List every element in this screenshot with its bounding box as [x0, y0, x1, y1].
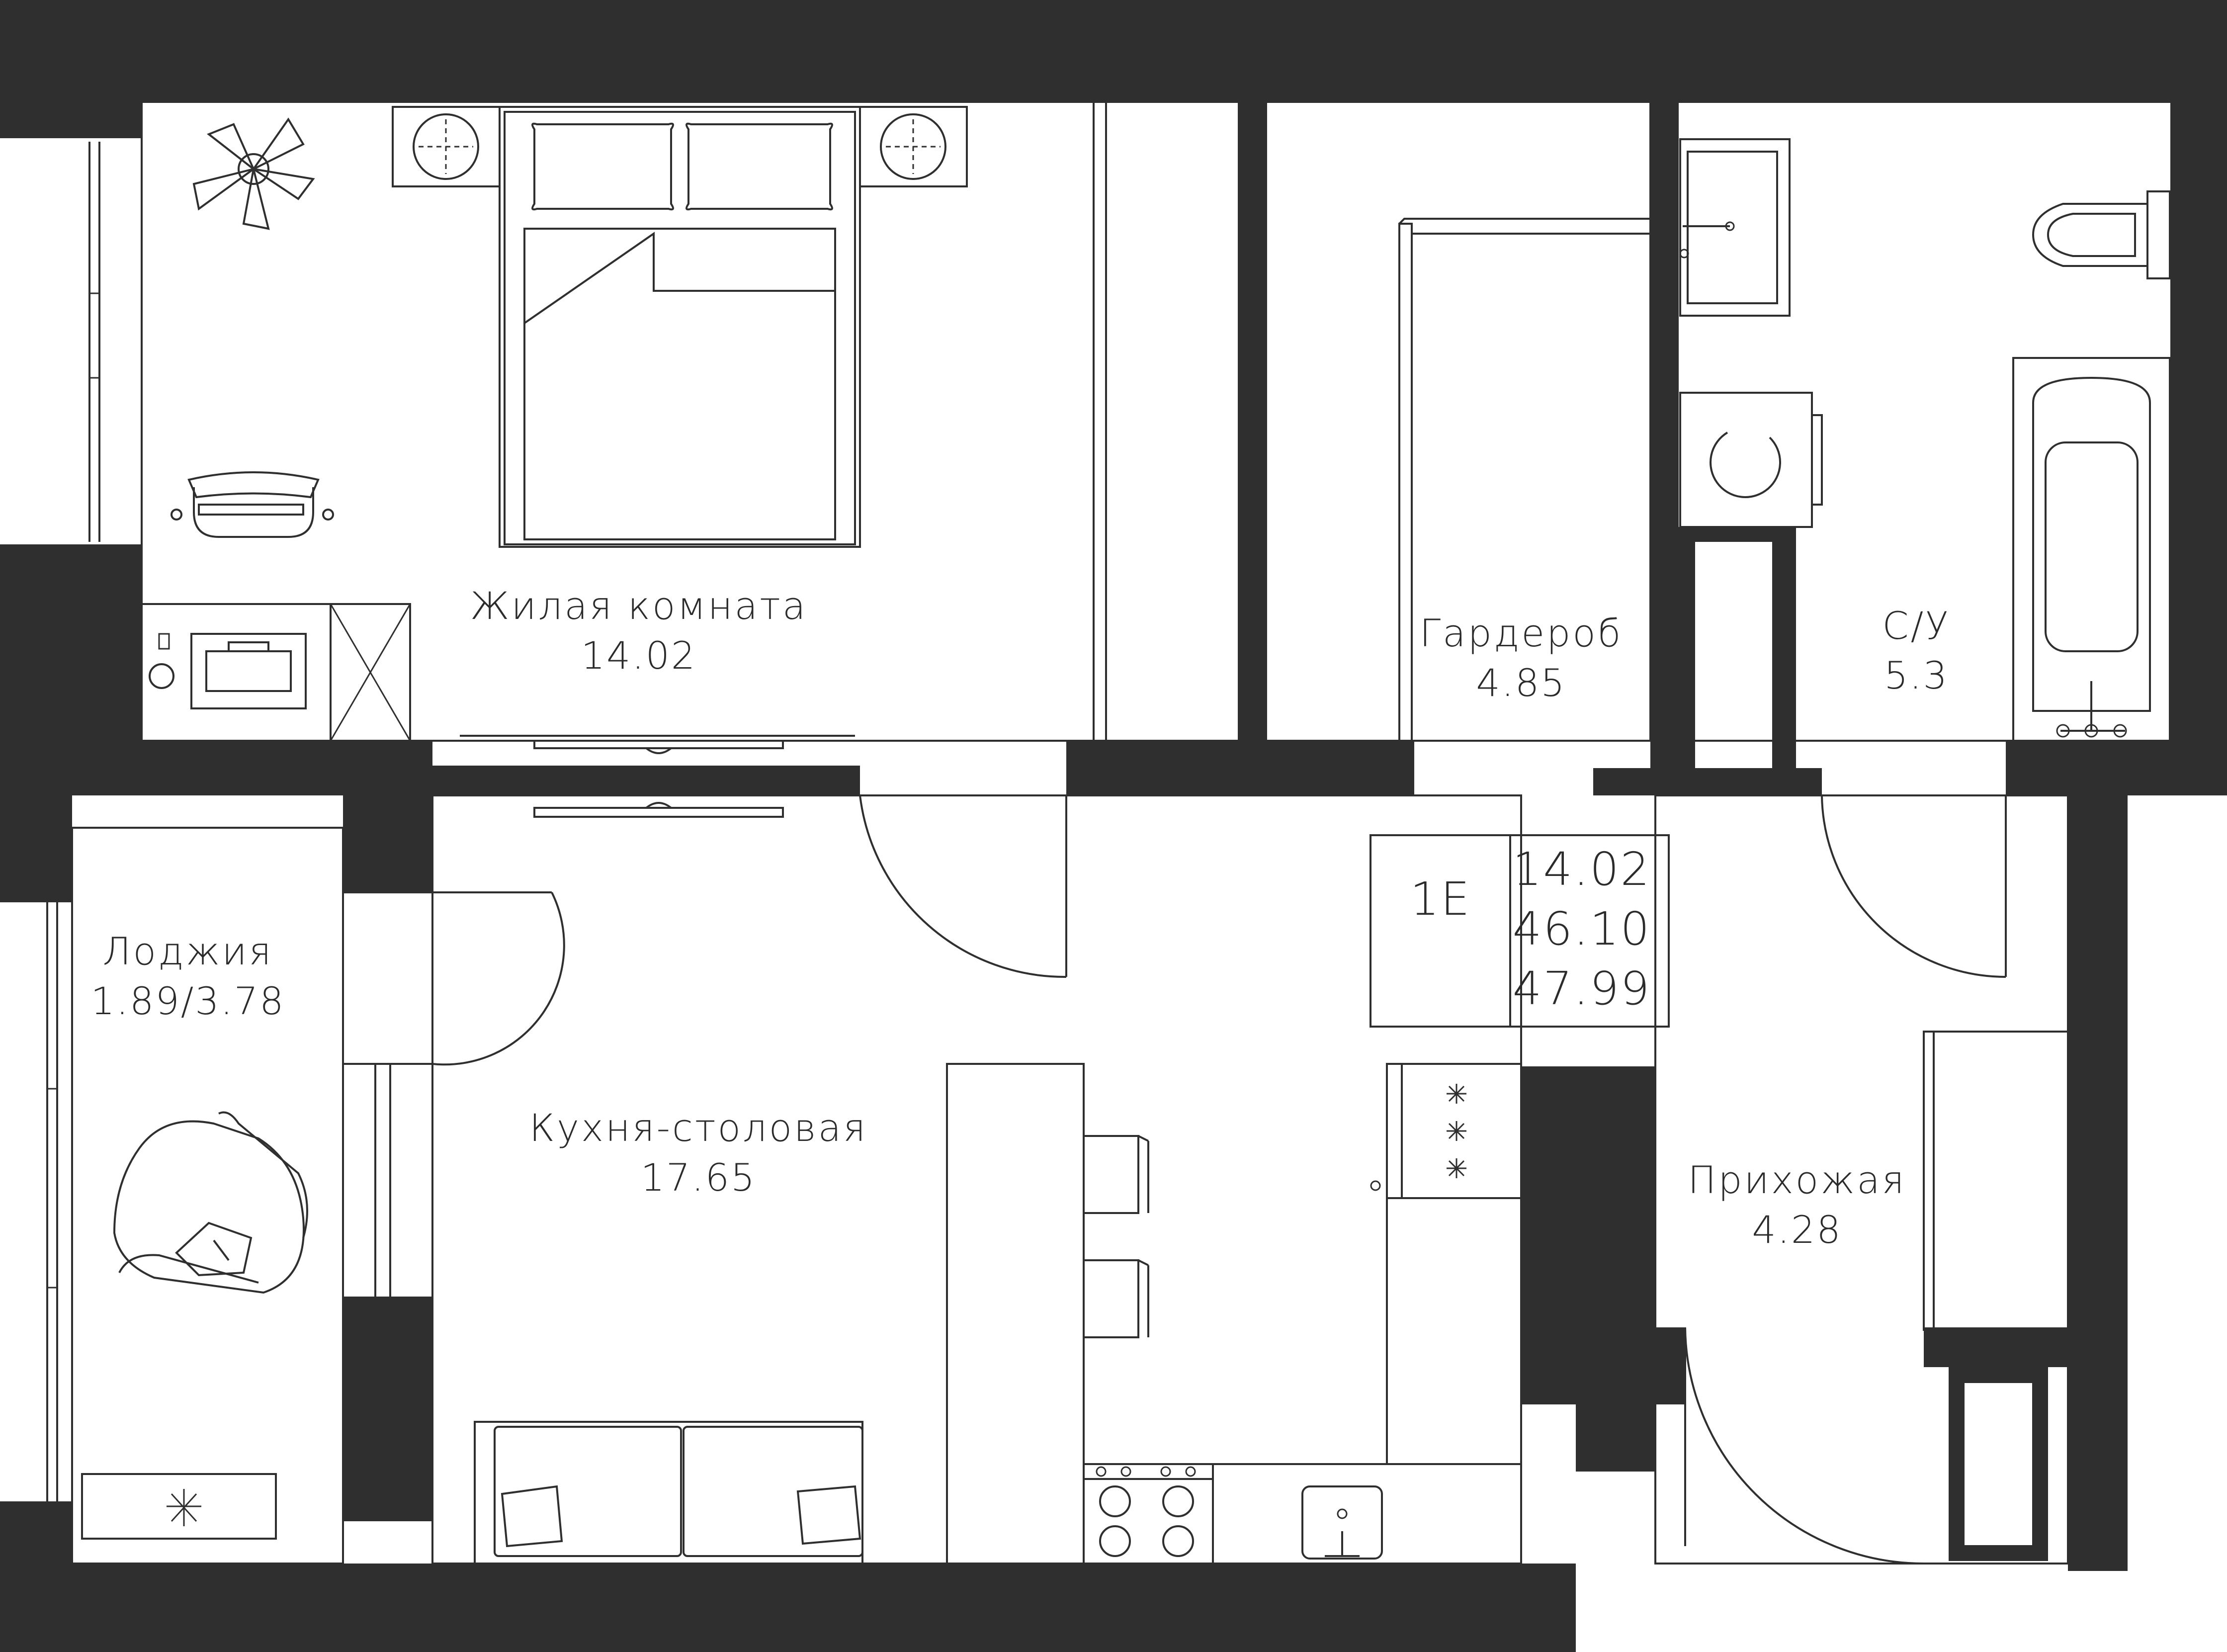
- total-area-value: 46.10: [1513, 902, 1651, 956]
- bar-stools: [1084, 1135, 1149, 1338]
- room-area-loggia: 1.89/3.78: [90, 979, 285, 1023]
- room-name-loggia: Лоджия: [102, 929, 273, 973]
- sink: [1679, 138, 1791, 317]
- room-name-living: Жилая комната: [470, 584, 808, 628]
- room-area-bathroom: 5.3: [1884, 653, 1949, 697]
- area-with-loggia-value: 47.99: [1513, 962, 1651, 1015]
- stove: [1083, 1463, 1214, 1565]
- room-name-kitchen: Кухня-столовая: [529, 1106, 867, 1150]
- bed: [499, 106, 861, 548]
- hall-wardrobe: [1923, 1031, 2069, 1331]
- bathtub: [2012, 357, 2171, 742]
- room-area-living: 14.02: [581, 633, 697, 678]
- room-name-hall: Прихожая: [1688, 1158, 1906, 1202]
- tv: [460, 735, 855, 754]
- fridge-cabinet: [1370, 1063, 1522, 1199]
- window-living: [88, 142, 100, 542]
- door-living: [859, 795, 1067, 978]
- room-area-wardrobe: 4.85: [1476, 661, 1566, 705]
- loggia-rug: [81, 1473, 277, 1540]
- labels: Жилая комната 14.02 Гардероб 4.85 С/У 5.…: [90, 584, 1951, 1252]
- tv-kitchen: [533, 802, 784, 818]
- island: [946, 1063, 1085, 1565]
- living-area-value: 14.02: [1513, 843, 1651, 896]
- living-partition: [1093, 101, 1650, 744]
- toilet: [2032, 190, 2171, 279]
- room-name-bathroom: С/У: [1883, 604, 1951, 648]
- plant: [192, 117, 315, 230]
- desk-chair: [171, 471, 334, 538]
- nightstand-right: [859, 106, 968, 187]
- door-entrance: [1684, 1327, 1924, 1565]
- room-area-kitchen: 17.65: [641, 1155, 757, 1200]
- room-name-wardrobe: Гардероб: [1420, 611, 1623, 655]
- summary-box: [1370, 834, 1670, 1028]
- washing-machine: [1679, 392, 1823, 528]
- room-area-hall: 4.28: [1752, 1208, 1842, 1252]
- kitchen-sink: [1301, 1485, 1383, 1560]
- armchair: [113, 1111, 308, 1294]
- door-loggia: [342, 891, 565, 1299]
- nightstand-left: [392, 106, 501, 187]
- desk: [141, 603, 411, 742]
- apartment-type: 1Е: [1410, 872, 1471, 926]
- window-loggia: [46, 902, 58, 1501]
- sofa: [474, 1421, 863, 1565]
- door-bathroom: [1821, 795, 2007, 978]
